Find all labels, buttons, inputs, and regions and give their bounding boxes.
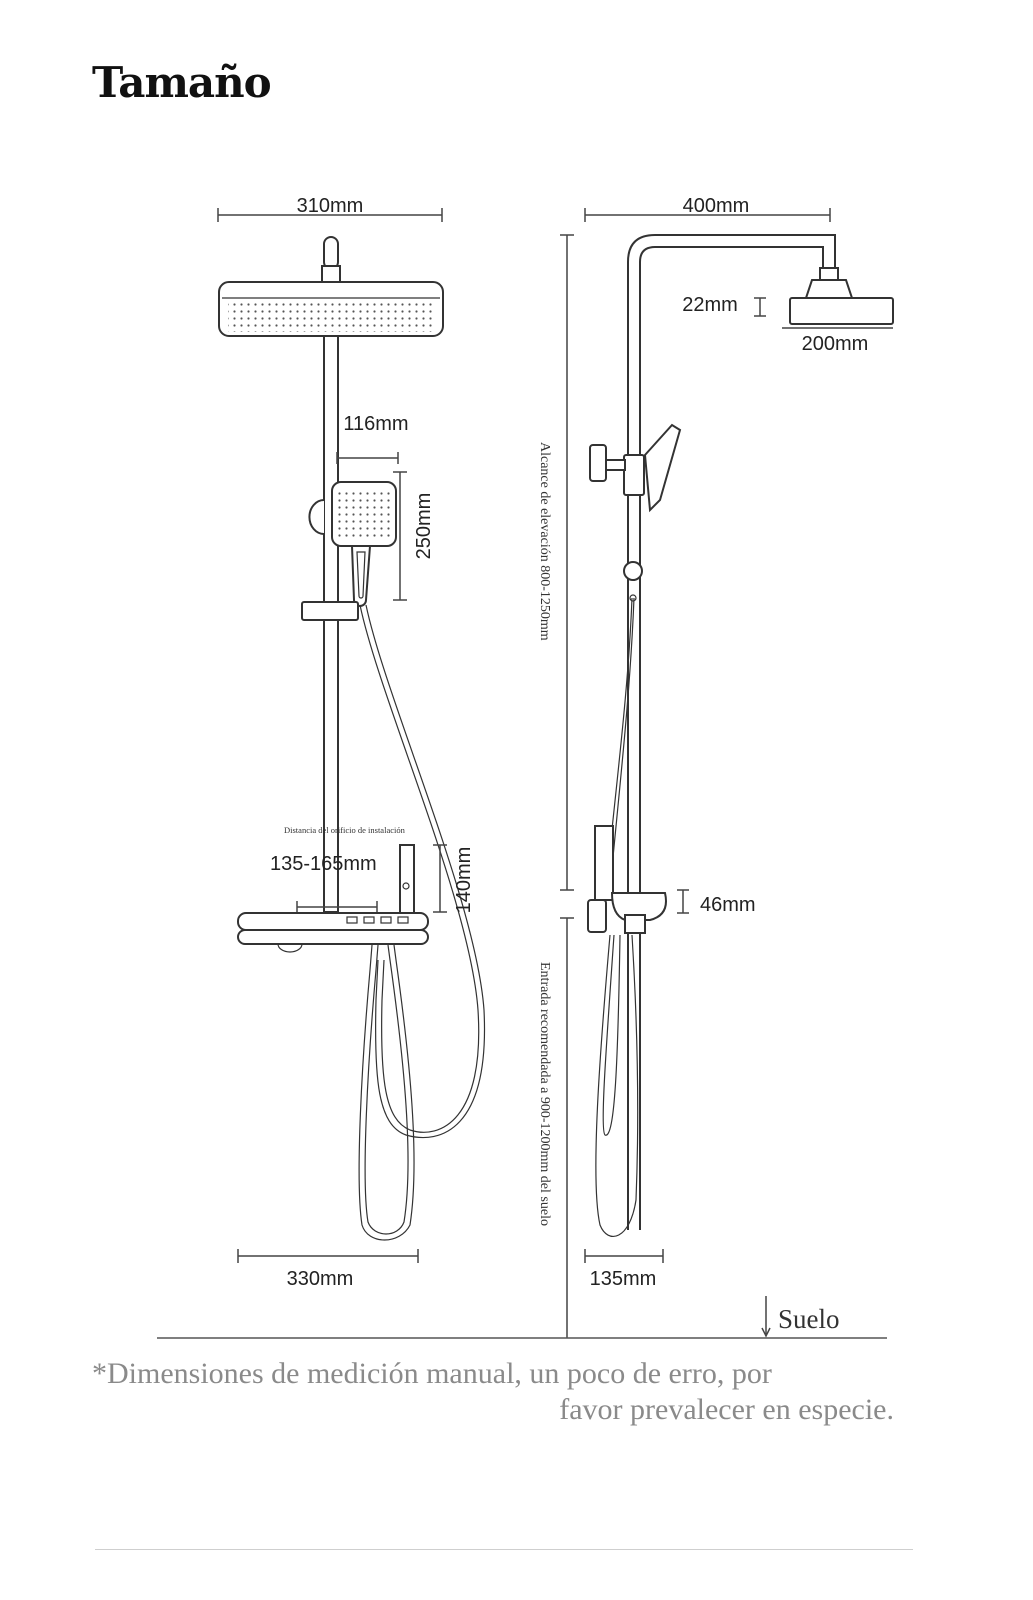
- side-shelf: [610, 892, 667, 921]
- side-pole-arm: [627, 234, 836, 1230]
- side-control-box: [594, 825, 614, 901]
- dim-top-width: 310mm: [217, 195, 443, 222]
- footnote: *Dimensiones de medición manual, un poco…: [92, 1356, 906, 1428]
- shower-hose: [359, 604, 480, 1133]
- dim-arm-length: 400mm: [584, 195, 831, 222]
- side-knob: [589, 444, 607, 482]
- label-recommended-inlet: Entrada recomendada a 900-1200mm del sue…: [537, 962, 552, 1226]
- label-bottom-depth: 135mm: [590, 1268, 657, 1290]
- front-view: 310mm 116mm: [217, 195, 486, 1290]
- dim-mixer-height: 140mm: [433, 844, 475, 914]
- divider: [95, 1549, 913, 1550]
- label-arm-length: 400mm: [683, 195, 750, 217]
- label-top-width: 310mm: [297, 195, 364, 217]
- label-head-diameter: 200mm: [802, 333, 869, 355]
- rain-shower-head: [218, 281, 444, 337]
- label-head-thickness: 22mm: [682, 294, 738, 316]
- dim-handheld-arm: 116mm: [336, 413, 409, 464]
- side-handheld: [643, 423, 682, 513]
- label-floor: Suelo: [778, 1304, 840, 1334]
- footnote-line-1: *Dimensiones de medición manual, un poco…: [92, 1357, 772, 1390]
- label-bottom-width: 330mm: [287, 1268, 354, 1290]
- label-hole-distance: 135-165mm: [270, 853, 377, 875]
- label-lift-range: Alcance de elevación 800-1250mm: [537, 442, 552, 641]
- hole-distance-caption: Distancia del orificio de instalación: [284, 825, 406, 835]
- page-title: Tamaño: [92, 58, 272, 107]
- dim-handheld-height: 250mm: [393, 471, 435, 601]
- label-mixer-height: 140mm: [453, 847, 475, 914]
- shelf-mixer: [237, 912, 429, 953]
- label-handheld-arm: 116mm: [343, 413, 408, 435]
- dim-bottom-width: 330mm: [237, 1249, 419, 1290]
- label-handheld-height: 250mm: [413, 493, 435, 560]
- handheld-shower: [308, 481, 397, 607]
- side-view: 400mm 22mm 200mm 46mm 13: [584, 195, 894, 1290]
- footnote-line-2: favor prevalecer en especie.: [559, 1393, 894, 1426]
- side-shower-head: [789, 297, 894, 325]
- diverter-column: [399, 844, 415, 914]
- label-shelf-height: 46mm: [700, 894, 756, 916]
- slider-bracket: [301, 601, 359, 621]
